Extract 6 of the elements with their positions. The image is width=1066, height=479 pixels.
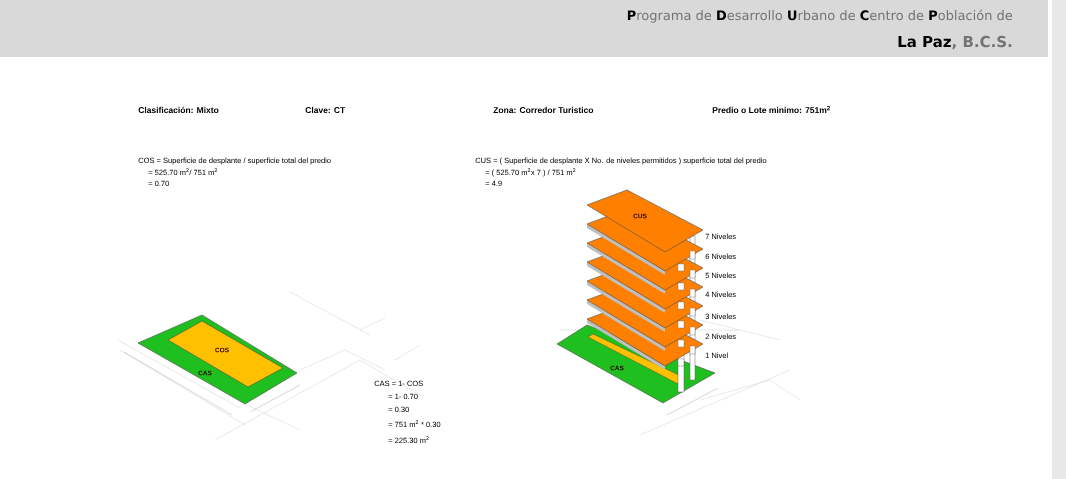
field-label: Zona: Corredor Turistico bbox=[493, 106, 594, 114]
field-label: Clasificación: Mixto bbox=[138, 106, 219, 114]
header-subtitle: La Paz, B.C.S. bbox=[898, 35, 1012, 50]
header-title: Programa de Desarrollo Urbano de Centro de Población de bbox=[627, 9, 1013, 23]
field-label: Predio o Lote minimo: 751m$^{2}$ bbox=[712, 106, 830, 114]
field-label: Clave: CT bbox=[305, 106, 346, 114]
